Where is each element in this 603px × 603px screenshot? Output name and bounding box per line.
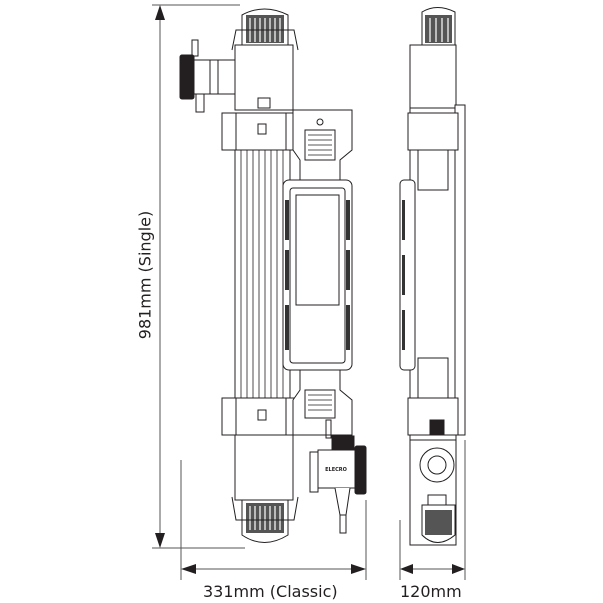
height-dimension-label: 981mm (Single) — [135, 210, 155, 340]
front-view: ELECRO — [179, 8, 367, 543]
flow-cell: ELECRO — [309, 419, 367, 534]
width-dimension-label: 331mm (Classic) — [203, 582, 338, 601]
side-view — [399, 7, 466, 546]
depth-dimension — [399, 440, 466, 580]
flow-cell-brand-label: ELECRO — [325, 467, 347, 473]
width-dimension — [180, 460, 367, 580]
depth-dimension-label: 120mm — [400, 582, 462, 601]
height-dimension — [152, 4, 245, 549]
